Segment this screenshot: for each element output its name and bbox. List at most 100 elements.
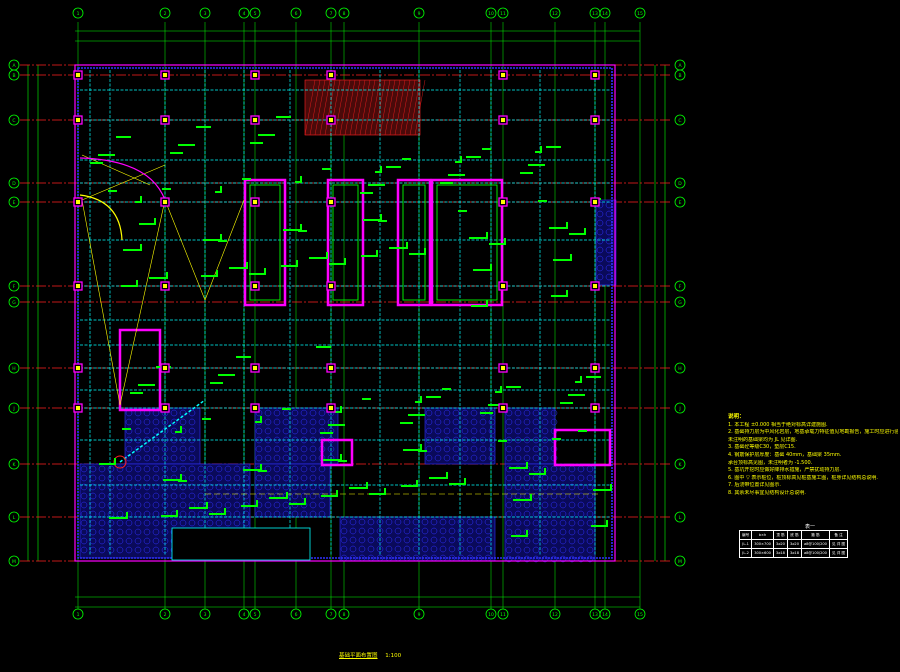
annotation-leader	[140, 196, 142, 201]
annotation-leader	[114, 458, 116, 463]
table-row: JL-1 300×700 3⌀20 3⌀20 ⌀8@100/200 见 详 图	[738, 539, 849, 549]
annotation-leader	[126, 512, 128, 517]
pile-circle	[586, 474, 594, 482]
axis-bubble	[72, 7, 84, 19]
pile-circle	[264, 492, 272, 500]
annotation-mark	[99, 463, 116, 465]
beam-schedule-table: 编号 b×h 顶 筋 底 筋 箍 筋 备 注 JL-1 300×700 3⌀20…	[738, 530, 849, 558]
pile-circle	[523, 445, 531, 453]
pile-circle	[233, 465, 241, 473]
annotation-mark	[321, 495, 338, 497]
pile-circle	[577, 519, 585, 527]
pile-circle	[309, 474, 317, 482]
pile-circle	[134, 454, 142, 462]
pile-circle	[479, 445, 487, 453]
pile-circle	[80, 492, 88, 500]
table-cell: 300×700	[751, 539, 774, 549]
pile-circle	[188, 427, 196, 435]
pile-circle	[550, 528, 558, 536]
pile-circle	[596, 264, 604, 272]
table-cell: 见 详 图	[828, 548, 849, 558]
annotation-leader	[500, 386, 502, 391]
pile-circle	[282, 445, 290, 453]
outer-boundary	[74, 64, 616, 562]
annotation-mark	[322, 168, 331, 170]
pile-circle	[242, 510, 250, 518]
column-markers	[73, 70, 600, 413]
pile-circle	[188, 418, 196, 426]
pile-circle	[550, 409, 558, 417]
pile-circle	[505, 483, 513, 491]
core-wall	[553, 428, 612, 467]
pile-circle	[152, 483, 160, 491]
pile-circle	[559, 492, 567, 500]
pile-circle	[514, 501, 522, 509]
pile-circle	[170, 409, 178, 417]
axis-bubble	[674, 280, 686, 292]
annotation-mark	[241, 505, 258, 507]
pile-circle	[394, 518, 402, 526]
pile-circle	[541, 418, 549, 426]
annotation-mark	[258, 470, 267, 472]
pile-circle	[143, 465, 151, 473]
annotation-mark	[538, 200, 547, 202]
pile-circle	[479, 418, 487, 426]
annotation-mark	[283, 229, 302, 231]
annotation-mark	[249, 273, 266, 275]
axis-bubble	[599, 7, 611, 19]
pile-circle	[152, 465, 160, 473]
pile-circle	[568, 528, 576, 536]
pile-circle	[541, 519, 549, 527]
pile-circle	[125, 528, 133, 536]
pile-circle	[116, 501, 124, 509]
pile-circle	[505, 474, 513, 482]
annotation-mark	[378, 220, 387, 222]
pile-circle	[179, 483, 187, 491]
table-cell: 3⌀18	[772, 548, 788, 558]
pile-circle	[443, 454, 451, 462]
annotation-mark	[189, 507, 208, 509]
column-core	[329, 366, 333, 370]
pile-circle	[179, 465, 187, 473]
pile-circle	[457, 518, 465, 526]
pile-circle	[170, 445, 178, 453]
pile-circle	[532, 465, 540, 473]
opening	[171, 527, 311, 561]
annotation-mark	[309, 257, 328, 259]
annotation-mark	[535, 151, 542, 153]
pile-circle	[586, 537, 594, 545]
pile-circle	[255, 427, 263, 435]
axis-label: A	[12, 63, 16, 69]
axis-bubble	[8, 458, 20, 470]
axis-bubble	[290, 608, 302, 620]
pile-circle	[461, 409, 469, 417]
pile-circle	[505, 445, 513, 453]
column-core	[76, 200, 80, 204]
pile-circle	[152, 501, 160, 509]
annotation-mark	[591, 525, 608, 527]
hatch-line	[399, 79, 411, 136]
pile-circle	[425, 445, 433, 453]
annotation-leader	[380, 214, 382, 219]
pile-circle	[443, 427, 451, 435]
notes-title: 说明：	[728, 414, 745, 420]
pile-circle	[152, 546, 160, 554]
hatch-line	[359, 79, 371, 136]
table-cell: ⌀8@100/200	[800, 539, 830, 549]
pile-circle	[98, 537, 106, 545]
notes-line: 承台顶标高见图，未注明者为 -1.500.	[728, 459, 813, 466]
annotation-leader	[530, 494, 532, 499]
annotation-mark	[138, 384, 155, 386]
pile-circle	[550, 537, 558, 545]
pile-circle	[282, 465, 290, 473]
pile-circle	[550, 546, 558, 554]
annotation-leader	[256, 500, 258, 505]
pile-circle	[532, 418, 540, 426]
pile-circle	[475, 545, 483, 553]
pile-circle	[264, 474, 272, 482]
axis-bubble	[325, 7, 337, 19]
axis-label: G	[12, 300, 16, 306]
pile-circle	[264, 409, 272, 417]
axis-bubble	[290, 7, 302, 19]
